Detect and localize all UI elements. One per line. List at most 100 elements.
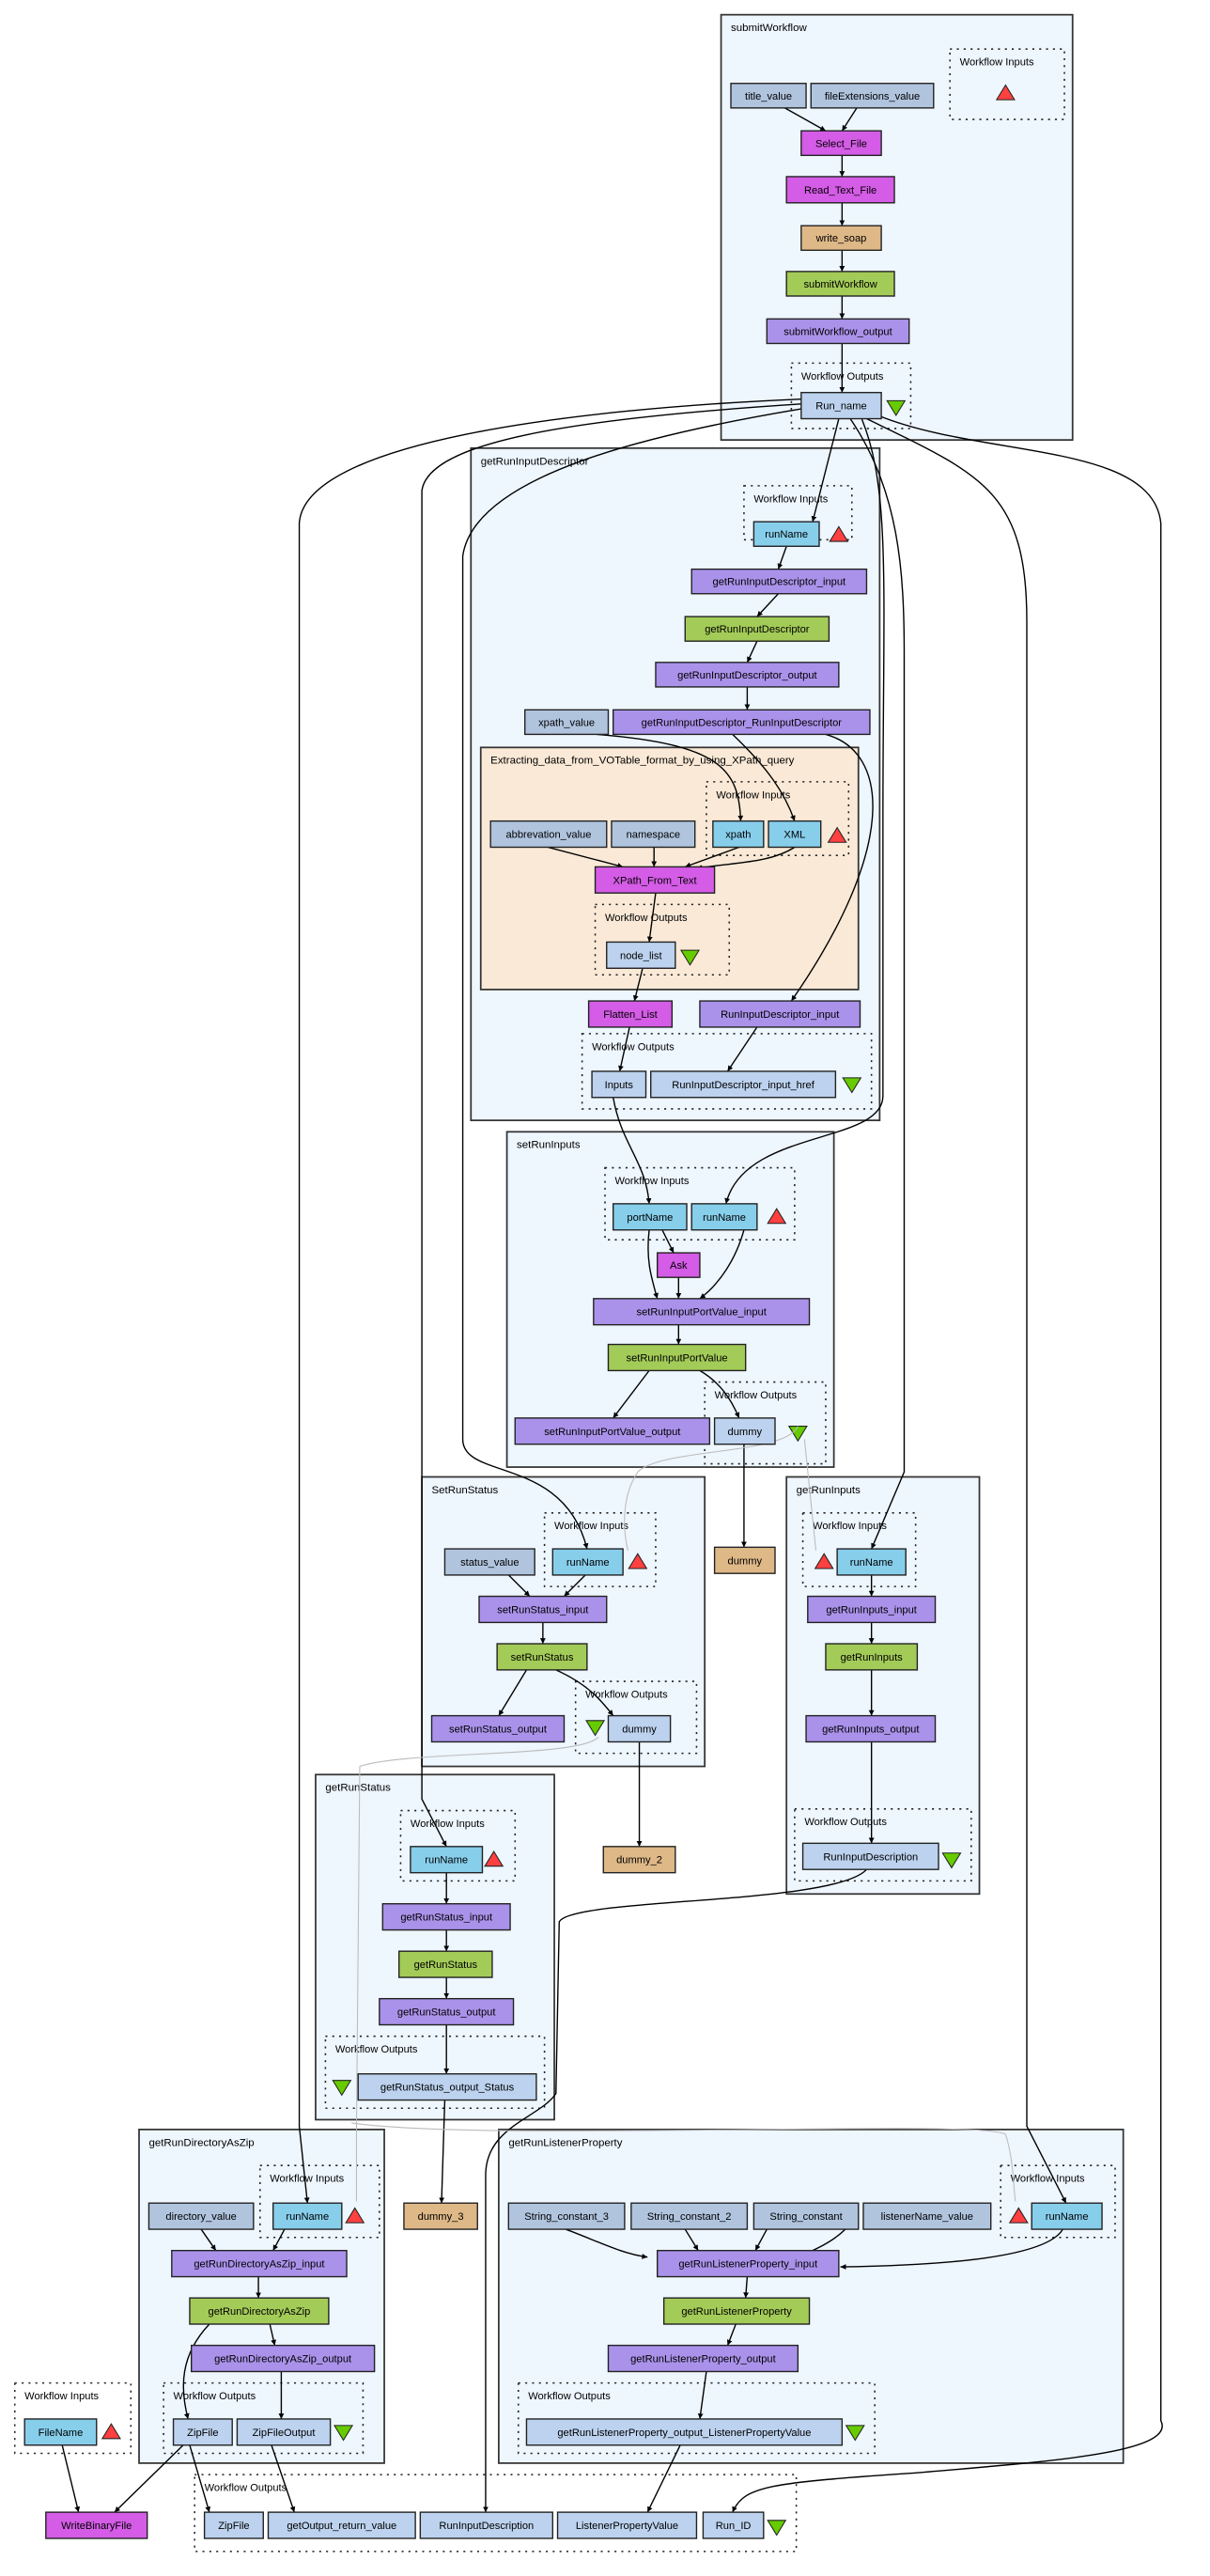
node-ex-xpath-from-text[interactable]: XPath_From_Text (594, 866, 716, 894)
node-ex-abbrevation-value[interactable]: abbrevation_value (489, 820, 608, 849)
node-grdz-zipfileoutput[interactable]: ZipFileOutput (236, 2418, 332, 2446)
node-grid-xpath-value[interactable]: xpath_value (524, 709, 610, 736)
node-grdz-input[interactable]: getRunDirectoryAsZip_input (171, 2249, 348, 2278)
node-grs-input[interactable]: getRunStatus_input (381, 1903, 511, 1931)
node-gri-runinputdescription[interactable]: RunInputDescription (801, 1842, 939, 1870)
node-top-filename[interactable]: FileName (23, 2418, 98, 2446)
node-dummy-2[interactable]: dummy_2 (602, 1846, 676, 1874)
node-sw-title-value[interactable]: title_value (730, 83, 807, 109)
node-grdz-directory-value[interactable]: directory_value (147, 2202, 255, 2230)
cluster-title: getRunDirectoryAsZip (148, 2137, 254, 2148)
node-grdz-output[interactable]: getRunDirectoryAsZip_output (191, 2344, 376, 2373)
node-sw-write-soap[interactable]: write_soap (800, 225, 882, 251)
node-ex-node-list[interactable]: node_list (606, 941, 676, 969)
node-grid-rid[interactable]: getRunInputDescriptor_RunInputDescriptor (613, 709, 871, 736)
node-sri-input[interactable]: setRunInputPortValue_input (593, 1298, 811, 1326)
node-sw-submitworkflow[interactable]: submitWorkflow (785, 271, 895, 297)
workflow-outputs-label: Workflow Outputs (528, 2391, 611, 2402)
node-sri-ask[interactable]: Ask (656, 1252, 701, 1278)
node-sw-fileextensions-value[interactable]: fileExtensions_value (810, 83, 935, 109)
node-grlp-output[interactable]: getRunListenerProperty_output (607, 2344, 799, 2373)
node-grs-runname[interactable]: runName (410, 1846, 484, 1874)
cluster-getruninputs: getRunInputs (785, 1475, 981, 1896)
node-sw-submitworkflow-output[interactable]: submitWorkflow_output (766, 318, 910, 345)
node-grs-status[interactable]: getRunStatus_output_Status (357, 2073, 537, 2101)
node-grid-service[interactable]: getRunInputDescriptor (684, 616, 830, 642)
node-gri-output[interactable]: getRunInputs_output (805, 1714, 937, 1743)
node-dummy-3[interactable]: dummy_3 (403, 2202, 478, 2230)
node-grdz-zipfile[interactable]: ZipFile (172, 2418, 233, 2446)
node-ex-namespace[interactable]: namespace (611, 820, 696, 849)
node-label: getRunListenerProperty_input (678, 2259, 818, 2271)
node-label: setRunInputPortValue_input (637, 1307, 768, 1319)
edge (114, 2444, 184, 2513)
node-sri-output[interactable]: setRunInputPortValue_output (514, 1417, 711, 1445)
node-srs-status-value[interactable]: status_value (443, 1548, 535, 1576)
node-out-listenerpropertyvalue[interactable]: ListenerPropertyValue (556, 2511, 698, 2539)
node-label: Select_File (815, 138, 867, 149)
node-ex-xpath[interactable]: xpath (712, 820, 765, 849)
node-gri-runname[interactable]: runName (836, 1548, 907, 1576)
node-gri-service[interactable]: getRunInputs (825, 1643, 919, 1671)
node-grlp-runname[interactable]: runName (1031, 2202, 1103, 2230)
node-out-zipfile[interactable]: ZipFile (203, 2511, 264, 2539)
node-grs-output[interactable]: getRunStatus_output (379, 1997, 515, 2026)
edge (563, 1574, 586, 1598)
node-grlp-listenername-value[interactable]: listenerName_value (862, 2202, 992, 2230)
node-grlp-string-constant-3[interactable]: String_constant_3 (507, 2202, 626, 2230)
node-grid-flatten-list[interactable]: Flatten_List (587, 1000, 674, 1028)
node-out-runinputdescription[interactable]: RunInputDescription (419, 2511, 554, 2539)
node-out-getoutput-return-value[interactable]: getOutput_return_value (267, 2511, 416, 2539)
edge (746, 640, 758, 664)
node-grlp-service[interactable]: getRunListenerProperty (662, 2297, 811, 2325)
node-label: getRunInputs_output (822, 1725, 920, 1736)
node-grid-runname[interactable]: runName (752, 521, 820, 547)
workflow-inputs-label: Workflow Inputs (554, 1521, 628, 1532)
node-label: Read_Text_File (804, 185, 876, 196)
node-sw-select-file[interactable]: Select_File (800, 130, 882, 157)
output-triangle-icon (332, 2080, 352, 2097)
node-srs-service[interactable]: setRunStatus (496, 1643, 588, 1671)
node-label: Inputs (605, 1080, 634, 1091)
node-sri-service[interactable]: setRunInputPortValue (607, 1343, 747, 1372)
node-sri-runname[interactable]: runName (690, 1203, 758, 1231)
node-grlp-string-constant[interactable]: String_constant (752, 2202, 860, 2230)
node-grid-inputs[interactable]: Inputs (591, 1070, 647, 1099)
node-grid-href[interactable]: RunInputDescriptor_input_href (650, 1070, 837, 1099)
node-srs-input[interactable]: setRunStatus_input (478, 1595, 608, 1624)
node-label: runName (703, 1212, 746, 1224)
edge (646, 893, 657, 943)
node-grlp-string-constant-2[interactable]: String_constant_2 (630, 2202, 749, 2230)
node-grid-output[interactable]: getRunInputDescriptor_output (655, 662, 840, 688)
workflow-outputs-label: Workflow Outputs (605, 913, 688, 924)
node-sri-portname[interactable]: portName (613, 1203, 688, 1231)
workflow-inputs-group: Workflow Inputs (543, 1512, 657, 1587)
edge (439, 2100, 446, 2204)
input-triangle-icon (827, 826, 847, 843)
node-grlp-lpv[interactable]: getRunListenerProperty_output_ListenerPr… (525, 2418, 844, 2446)
node-out-run-id[interactable]: Run_ID (702, 2511, 765, 2539)
node-grs-service[interactable]: getRunStatus (398, 1950, 493, 1978)
node-grdz-service[interactable]: getRunDirectoryAsZip (189, 2297, 330, 2325)
node-ex-xml[interactable]: XML (768, 820, 822, 849)
node-srs-runname[interactable]: runName (551, 1548, 624, 1576)
input-triangle-icon (814, 1553, 834, 1569)
edge (777, 546, 787, 570)
node-sw-read-text-file[interactable]: Read_Text_File (785, 176, 895, 204)
node-dummy[interactable]: dummy (713, 1546, 776, 1574)
node-grid-input[interactable]: getRunInputDescriptor_input (690, 568, 868, 595)
node-srs-output[interactable]: setRunStatus_output (430, 1714, 566, 1743)
node-label: directory_value (165, 2211, 236, 2223)
node-srs-dummy[interactable]: dummy (607, 1714, 672, 1743)
node-label: runName (566, 1557, 610, 1569)
cluster-title: getRunStatus (325, 1783, 391, 1794)
node-sri-dummy[interactable]: dummy (713, 1417, 776, 1445)
node-grid-runinputdescriptor-input[interactable]: RunInputDescriptor_input (699, 1000, 861, 1028)
node-grdz-runname[interactable]: runName (272, 2202, 343, 2230)
node-sw-run-name[interactable]: Run_name (800, 391, 882, 420)
node-gri-input[interactable]: getRunInputs_input (807, 1595, 937, 1624)
node-label: getRunListenerProperty_output_ListenerPr… (557, 2428, 811, 2439)
edge (271, 2444, 296, 2513)
node-top-writebinaryfile[interactable]: WriteBinaryFile (45, 2511, 148, 2539)
node-grlp-input[interactable]: getRunListenerProperty_input (656, 2249, 840, 2278)
